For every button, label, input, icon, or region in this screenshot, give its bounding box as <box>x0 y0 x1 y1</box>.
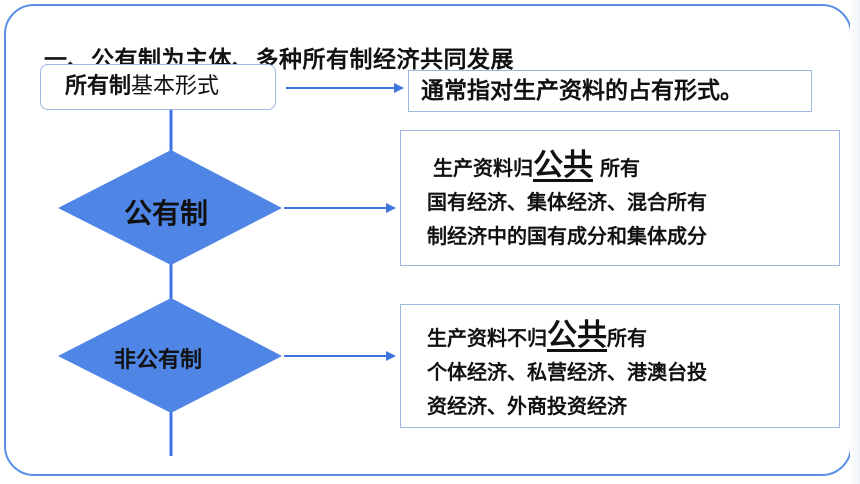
public-line1-pre: 生产资料归 <box>433 156 533 180</box>
public-diamond-label: 公有制 <box>124 197 209 230</box>
public-line1-post: 所有 <box>599 156 640 180</box>
basic-form-bold: 所有制 <box>65 74 132 99</box>
public-line-2: 国有经济、集体经济、混合所有 <box>427 190 707 214</box>
nonpublic-diamond <box>58 298 282 413</box>
nonpublic-line-2: 个体经济、私营经济、港澳台投 <box>427 360 707 384</box>
arrowhead-nonpublic <box>386 351 396 361</box>
definition-box: 通常指对生产资料的占有形式。 <box>408 70 812 112</box>
nonpublic-line1-post: 所有 <box>607 326 647 350</box>
basic-form-box: 所有制基本形式 <box>40 64 276 110</box>
nonpublic-line1-pre: 生产资料不归 <box>427 326 547 350</box>
right-edge-shade <box>850 0 860 484</box>
arrowhead-definition <box>394 83 404 93</box>
basic-form-normal: 基本形式 <box>131 74 220 99</box>
public-line-3: 制经济中的国有成分和集体成分 <box>427 224 707 248</box>
nonpublic-line-1: 生产资料不归公共所有 <box>427 319 839 355</box>
arrowhead-public <box>386 203 396 213</box>
nonpublic-line-3: 资经济、外商投资经济 <box>427 394 627 418</box>
public-diamond <box>58 150 282 265</box>
public-line1-emphasis: 公共 <box>533 148 593 183</box>
nonpublic-diamond-label: 非公有制 <box>114 348 203 373</box>
nonpublic-line1-emphasis: 公共 <box>547 318 607 353</box>
public-line-1: 生产资料归公共 所有 <box>427 149 839 185</box>
public-description-box: 生产资料归公共 所有 国有经济、集体经济、混合所有 制经济中的国有成分和集体成分 <box>400 130 840 266</box>
nonpublic-description-box: 生产资料不归公共所有 个体经济、私营经济、港澳台投 资经济、外商投资经济 <box>400 304 840 428</box>
